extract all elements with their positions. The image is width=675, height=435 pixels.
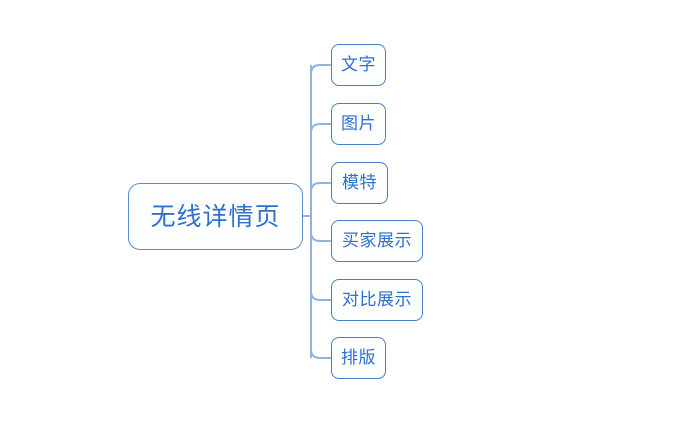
mindmap-root-node[interactable]: 无线详情页 (128, 183, 303, 250)
child-node-label-3: 模特 (342, 172, 377, 193)
mindmap-child-node-1[interactable]: 文字 (331, 44, 386, 86)
connector-branch-4 (310, 231, 331, 242)
child-node-label-6: 排版 (341, 347, 376, 368)
connector-branch-3 (310, 182, 331, 193)
child-node-label-5: 对比展示 (342, 289, 412, 310)
child-node-label-1: 文字 (341, 54, 376, 75)
mindmap-child-node-2[interactable]: 图片 (331, 103, 386, 145)
mindmap-child-node-5[interactable]: 对比展示 (331, 279, 423, 321)
connector-branch-5 (310, 290, 331, 301)
connector-branch-6 (310, 348, 331, 359)
mindmap-child-node-3[interactable]: 模特 (331, 162, 388, 204)
child-node-label-4: 买家展示 (342, 230, 412, 251)
connector-branch-1 (310, 64, 331, 75)
root-node-label: 无线详情页 (150, 202, 281, 231)
mindmap-child-node-6[interactable]: 排版 (331, 337, 386, 379)
child-node-label-2: 图片 (341, 113, 376, 134)
mindmap-child-node-4[interactable]: 买家展示 (331, 220, 423, 262)
connector-branch-2 (310, 123, 331, 134)
